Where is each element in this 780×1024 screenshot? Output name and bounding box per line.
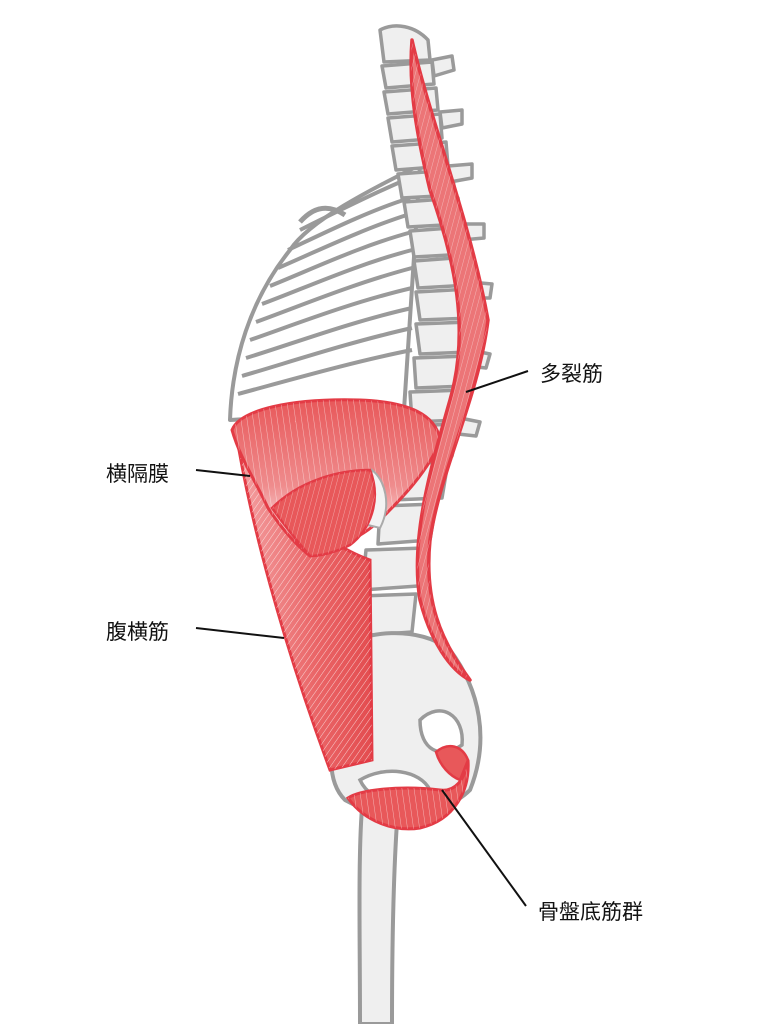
leader-multifidus <box>465 370 529 393</box>
rib-cage <box>228 163 422 422</box>
leader-diaphragm <box>195 469 251 477</box>
leader-pelvic-floor <box>441 789 527 907</box>
leader-transversus <box>195 627 285 639</box>
label-pelvic-floor: 骨盤底筋群 <box>538 900 643 924</box>
pelvic-floor-muscles <box>345 744 470 831</box>
label-diaphragm: 横隔膜 <box>106 462 169 486</box>
leader-lines <box>195 370 529 907</box>
diaphragm-muscle <box>230 398 442 558</box>
multifidus-muscle <box>409 38 490 682</box>
femur-bone <box>357 806 401 1024</box>
label-multifidus: 多裂筋 <box>540 362 603 386</box>
label-transversus-abdominis: 腹横筋 <box>106 620 169 644</box>
